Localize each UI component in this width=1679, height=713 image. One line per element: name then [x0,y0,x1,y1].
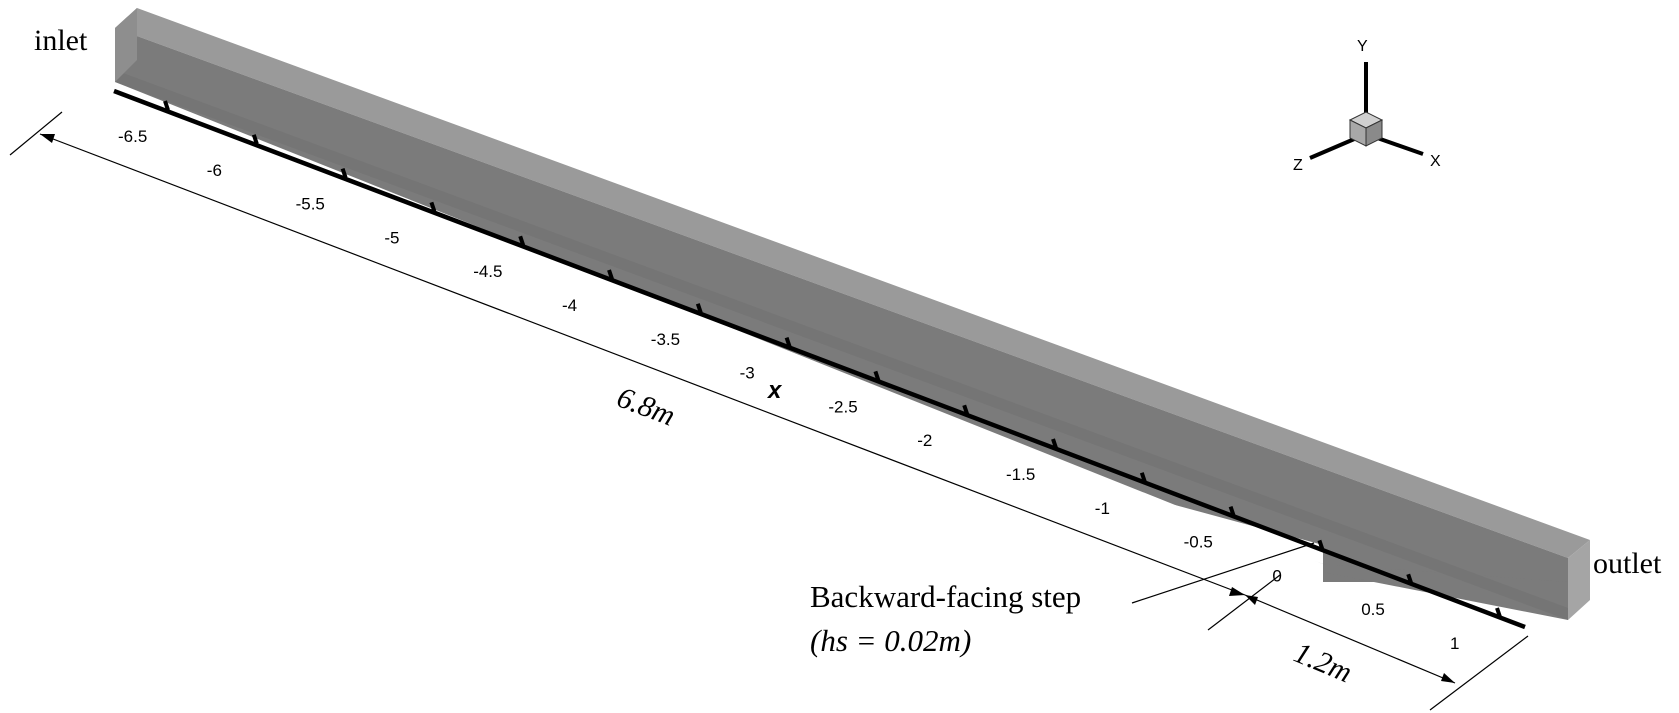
x-axis-tick-label: -0.5 [1184,533,1213,552]
x-axis-tick-label: -1 [1095,499,1110,518]
x-axis-tick [1051,438,1058,449]
x-axis-tick-label: 0 [1272,566,1281,585]
x-axis-tick-label: -4 [562,296,577,315]
outlet-end-face [1568,540,1590,620]
x-axis-tick [1495,607,1502,618]
x-axis-tick [695,303,703,314]
x-axis-tick [1406,573,1414,584]
x-axis-tick [873,370,881,382]
x-axis-tick [1228,505,1236,517]
x-axis-tick [1317,539,1325,551]
x-axis-tick [962,404,970,415]
channel-body [115,8,1590,620]
dimension-1-2m [1207,574,1529,711]
x-axis-tick-label: -3 [740,364,755,383]
inlet-end-face [115,8,137,82]
channel-side-shadow [115,70,1568,620]
triad-y-label: Y [1357,38,1368,55]
x-axis-tick [163,100,170,111]
step-height: (hs = 0.02m) [810,623,971,658]
x-axis-tick-label: -3.5 [651,330,680,349]
channel-side-face-downstream [1323,564,1568,620]
x-axis-line [113,88,1526,630]
backward-facing-step [1175,505,1323,564]
dimension-label-1-2m: 1.2m [1289,636,1356,689]
x-axis-tick [251,134,259,145]
x-axis: -6.5 -6 -5.5 -5 -4.5 -4 -3.5 -3 -2.5 -2 -1.5 -1 -0.5… [113,88,1526,653]
triad-x-label: X [1430,153,1441,170]
triad-cube-icon [1348,111,1384,147]
x-axis-tick [340,167,348,179]
x-axis-tick-label: -6 [207,161,222,180]
outlet-label: outlet [1593,547,1662,580]
step-title: Backward-facing step [810,579,1081,614]
x-axis-tick-label: -6.5 [118,127,147,146]
x-axis-tick [607,269,614,280]
triad-z-label: Z [1293,157,1303,174]
x-axis-tick-label: -5 [384,228,399,247]
x-axis-tick-label: -5.5 [296,195,325,214]
x-axis-tick-label: -1.5 [1006,465,1035,484]
x-axis-tick-label: -2.5 [828,397,857,416]
channel-top-face [115,8,1590,558]
x-axis-tick-label: 0.5 [1361,600,1385,619]
x-axis-tick [518,235,526,246]
dimension-6-8m [9,111,1246,596]
axes-triad: Y X Z [1293,38,1441,174]
x-axis-tick [429,201,437,213]
x-axis-tick-label: 1 [1450,634,1459,653]
x-axis-tick [784,336,792,348]
x-axis-tick-label: -4.5 [473,262,502,281]
step-leader-line [1131,542,1315,604]
inlet-label: inlet [34,24,88,57]
x-axis-tick-label: -2 [917,431,932,450]
x-axis-name: x [766,377,783,404]
dimension-label-6-8m: 6.8m [613,381,680,433]
channel-side-face-upstream [115,28,1568,582]
x-axis-tick [1139,472,1147,483]
